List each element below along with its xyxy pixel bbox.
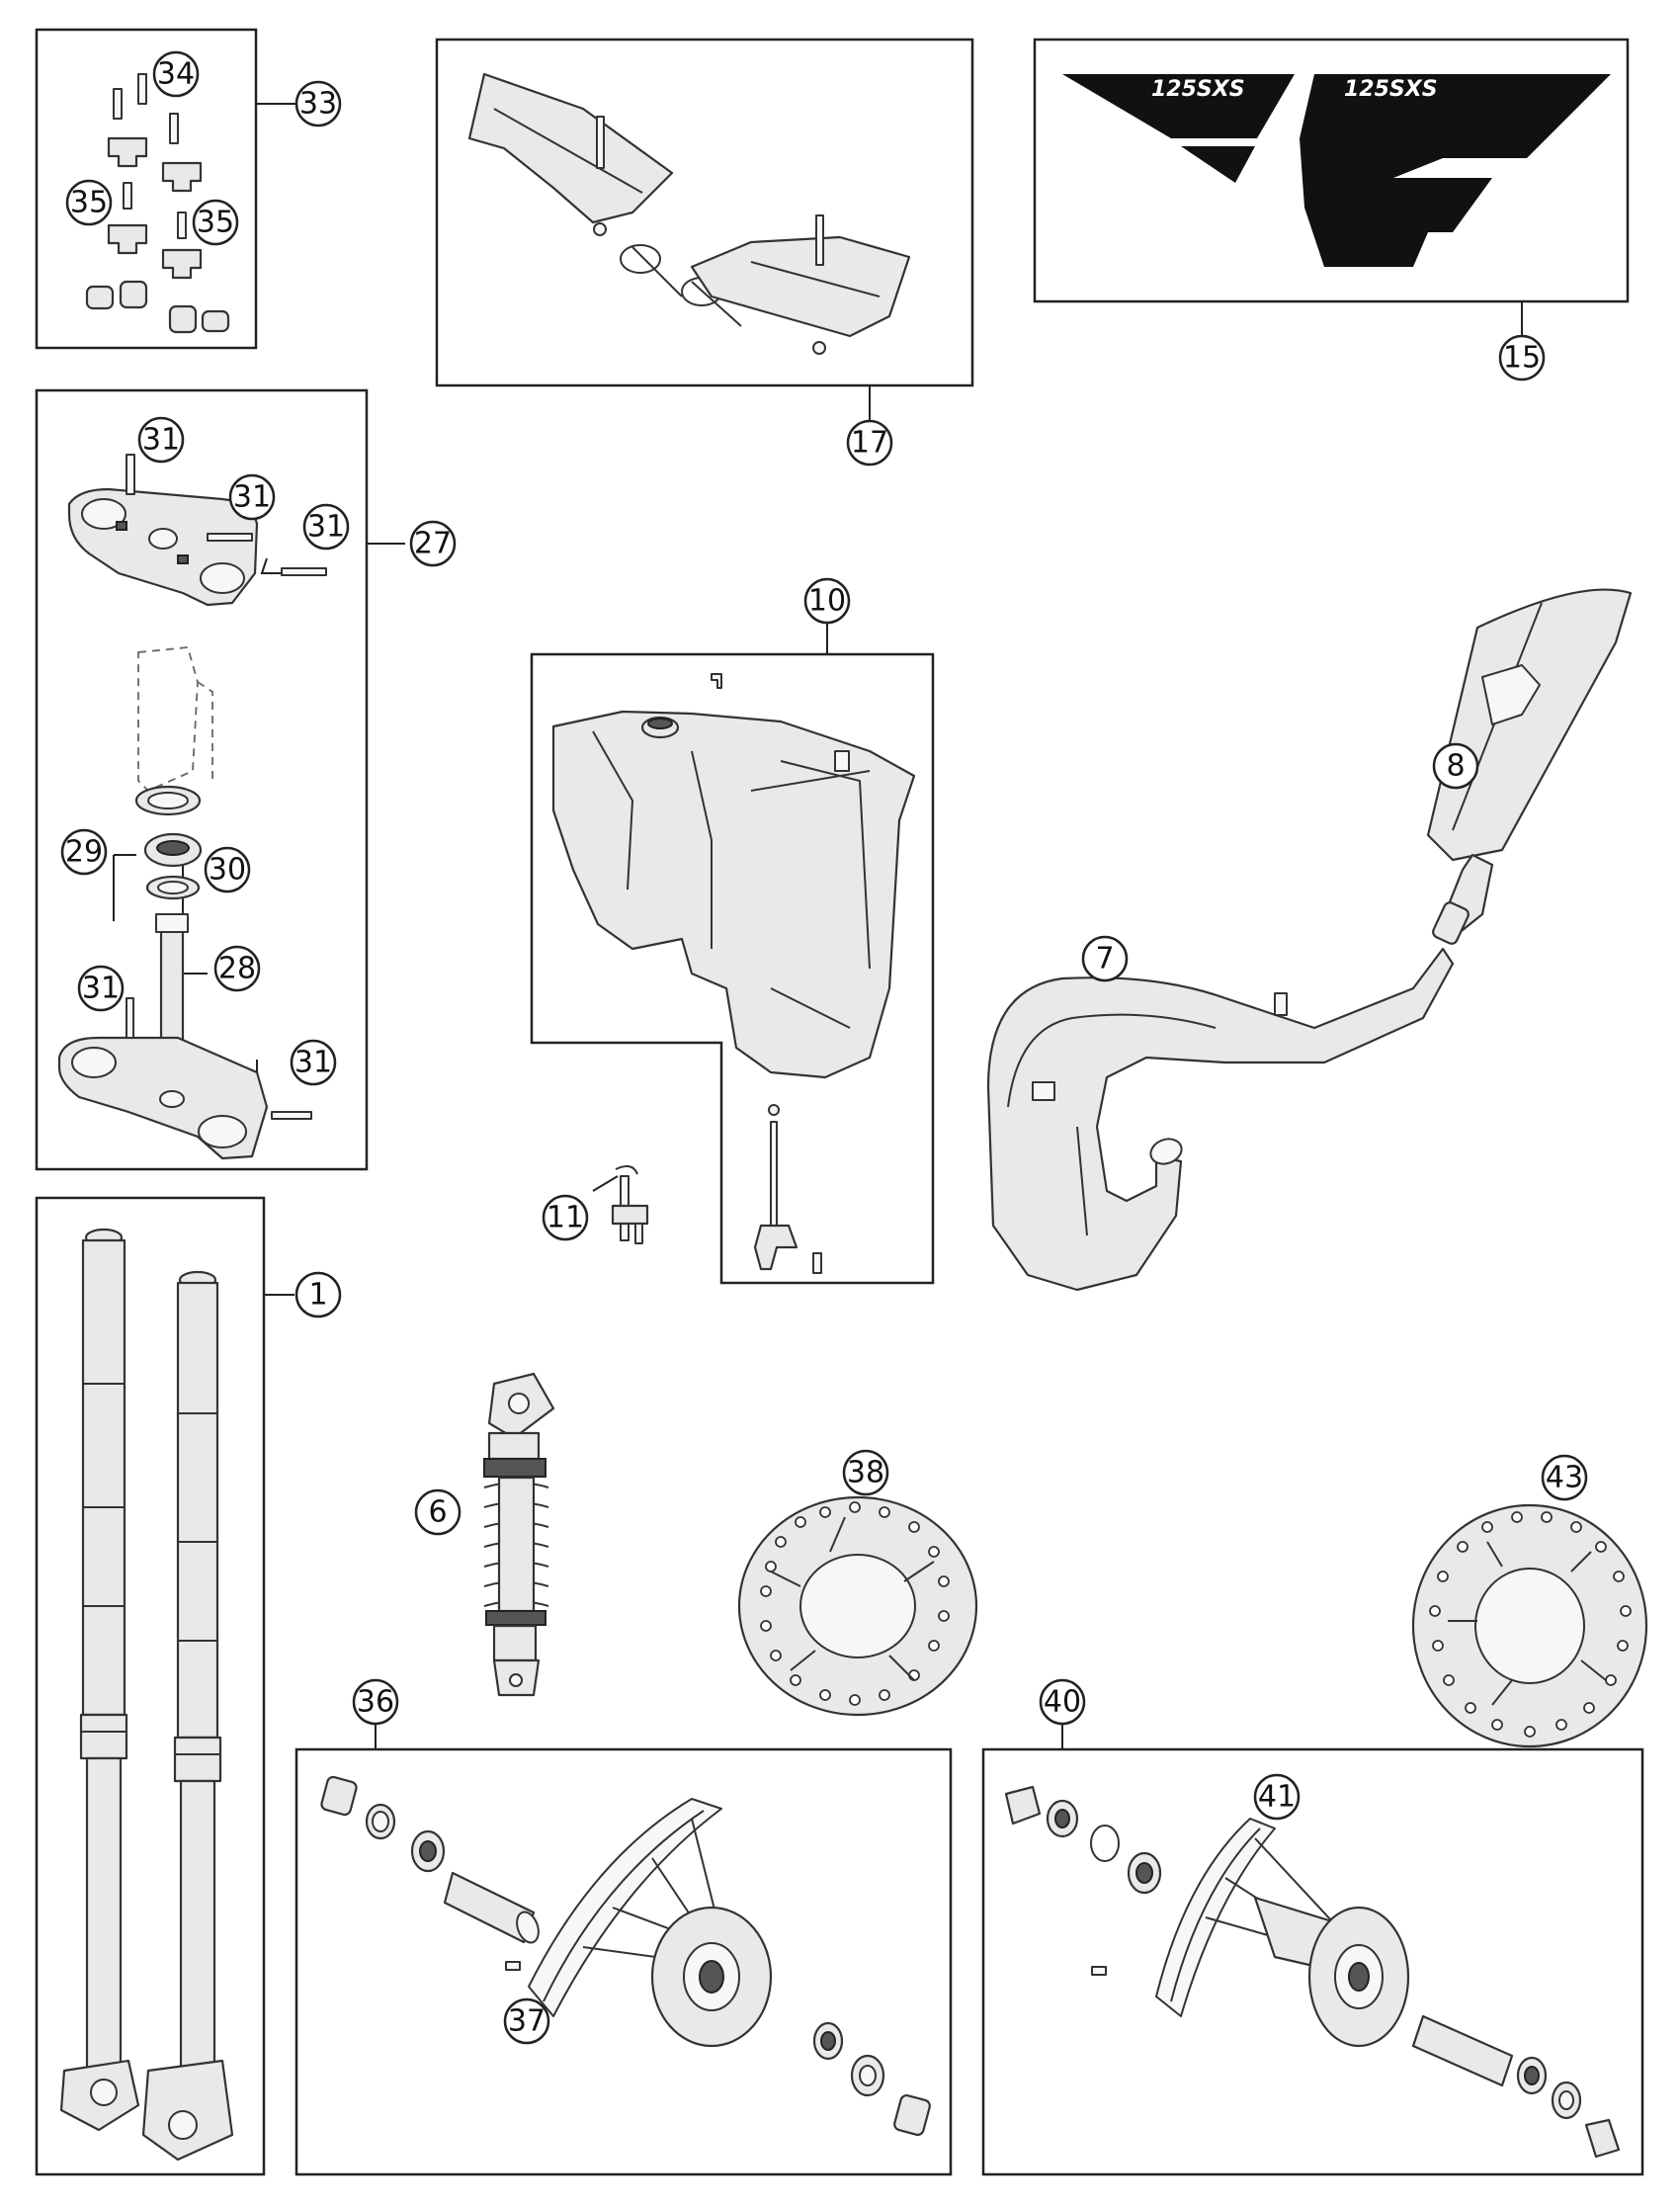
callout-33: 33 [294, 80, 342, 127]
rear-wheel-box [981, 1747, 1644, 2176]
upper-triple-clamp [67, 454, 327, 607]
expansion-chamber [986, 947, 1455, 1292]
callout-34-label: 34 [157, 57, 195, 92]
callout-layer: 33 34 35 35 17 15 27 31 31 31 29 30 28 3… [60, 50, 1588, 2045]
callout-30: 30 [204, 846, 251, 893]
callout-8: 8 [1432, 742, 1479, 790]
handguard-parts [467, 72, 911, 355]
fuel-tank-box [530, 652, 935, 1285]
callout-35-right: 35 [192, 199, 239, 246]
front-fork-right [141, 1270, 234, 2162]
callout-11-label: 11 [546, 1201, 584, 1235]
callout-11: 11 [542, 1194, 589, 1241]
callout-17: 17 [846, 419, 893, 467]
callout-31-c-label: 31 [307, 510, 345, 545]
callout-36: 36 [352, 1678, 399, 1726]
callout-41-label: 41 [1258, 1780, 1296, 1815]
callout-43-label: 43 [1546, 1461, 1583, 1495]
callout-8-label: 8 [1446, 749, 1465, 784]
callout-28: 28 [213, 945, 261, 992]
callout-35-right-label: 35 [197, 206, 234, 240]
fuel-tank [551, 673, 916, 1079]
callout-27: 27 [409, 520, 457, 567]
decal-right-text: 125SXS [1344, 77, 1438, 102]
callout-31-b: 31 [228, 473, 276, 521]
front-wheel-assembly [320, 1775, 931, 2137]
fork-box [35, 1196, 266, 2176]
callout-6: 6 [414, 1488, 462, 1536]
steering-bearings [134, 785, 203, 900]
callout-34: 34 [152, 50, 200, 98]
callout-31-a: 31 [137, 416, 185, 464]
callout-31-d-label: 31 [82, 972, 120, 1006]
callout-7-label: 7 [1095, 942, 1114, 977]
decal-right-shape [1300, 74, 1611, 267]
callout-35-left: 35 [65, 179, 113, 226]
callout-33-label: 33 [299, 87, 337, 122]
callout-31-e-label: 31 [294, 1046, 332, 1080]
fuel-fitting [611, 1164, 649, 1244]
callout-29-label: 29 [65, 835, 103, 870]
callout-15-label: 15 [1503, 341, 1541, 376]
callout-36-label: 36 [357, 1685, 394, 1720]
callout-35-left-label: 35 [70, 186, 108, 220]
callout-40: 40 [1039, 1678, 1086, 1726]
handguard-kit-box [435, 38, 974, 387]
rear-shock [483, 1372, 555, 1697]
clamp-kit-box [35, 28, 258, 350]
front-brake-disc [737, 1495, 978, 1717]
clamp-kit-parts [85, 73, 230, 334]
leader-11 [592, 1175, 619, 1192]
callout-38-label: 38 [847, 1456, 884, 1490]
decal-left-shape [1062, 74, 1295, 138]
callout-10: 10 [803, 577, 851, 625]
rear-brake-disc [1411, 1503, 1648, 1748]
callout-10-label: 10 [808, 584, 846, 619]
rear-wheel-assembly [1004, 1785, 1621, 2159]
leader-29 [113, 854, 136, 921]
callout-31-a-label: 31 [142, 423, 180, 458]
callout-41: 41 [1253, 1773, 1301, 1821]
callout-15: 15 [1498, 334, 1546, 382]
callout-43: 43 [1541, 1454, 1588, 1501]
callout-29: 29 [60, 828, 108, 876]
callout-17-label: 17 [851, 426, 888, 461]
callout-37-label: 37 [508, 2004, 546, 2039]
silencer [1426, 588, 1633, 945]
callout-7: 7 [1081, 935, 1129, 982]
triple-clamp-box [35, 388, 369, 1171]
decal-left-text: 125SXS [1151, 77, 1245, 102]
decal-kit-box [1033, 38, 1630, 303]
callout-1: 1 [294, 1271, 342, 1318]
callout-38: 38 [842, 1449, 889, 1496]
callout-31-b-label: 31 [233, 480, 271, 515]
fuel-tap [753, 1104, 822, 1274]
decal-left-tab [1181, 146, 1255, 183]
decal-artwork: 125SXS 125SXS [1062, 74, 1611, 267]
callout-31-c: 31 [302, 503, 350, 551]
front-wheel-box [294, 1747, 953, 2176]
front-fork-left [59, 1228, 140, 2132]
lower-triple-clamp-stem [57, 913, 312, 1160]
steering-stem-ghost [137, 646, 213, 793]
callout-40-label: 40 [1044, 1685, 1081, 1720]
callout-28-label: 28 [218, 952, 256, 986]
callout-31-e: 31 [290, 1039, 337, 1086]
callout-27-label: 27 [414, 527, 452, 561]
callout-37: 37 [503, 1997, 550, 2045]
callout-31-d: 31 [77, 965, 125, 1012]
callout-1-label: 1 [308, 1278, 327, 1313]
callout-30-label: 30 [209, 853, 246, 888]
callout-6-label: 6 [428, 1495, 447, 1530]
